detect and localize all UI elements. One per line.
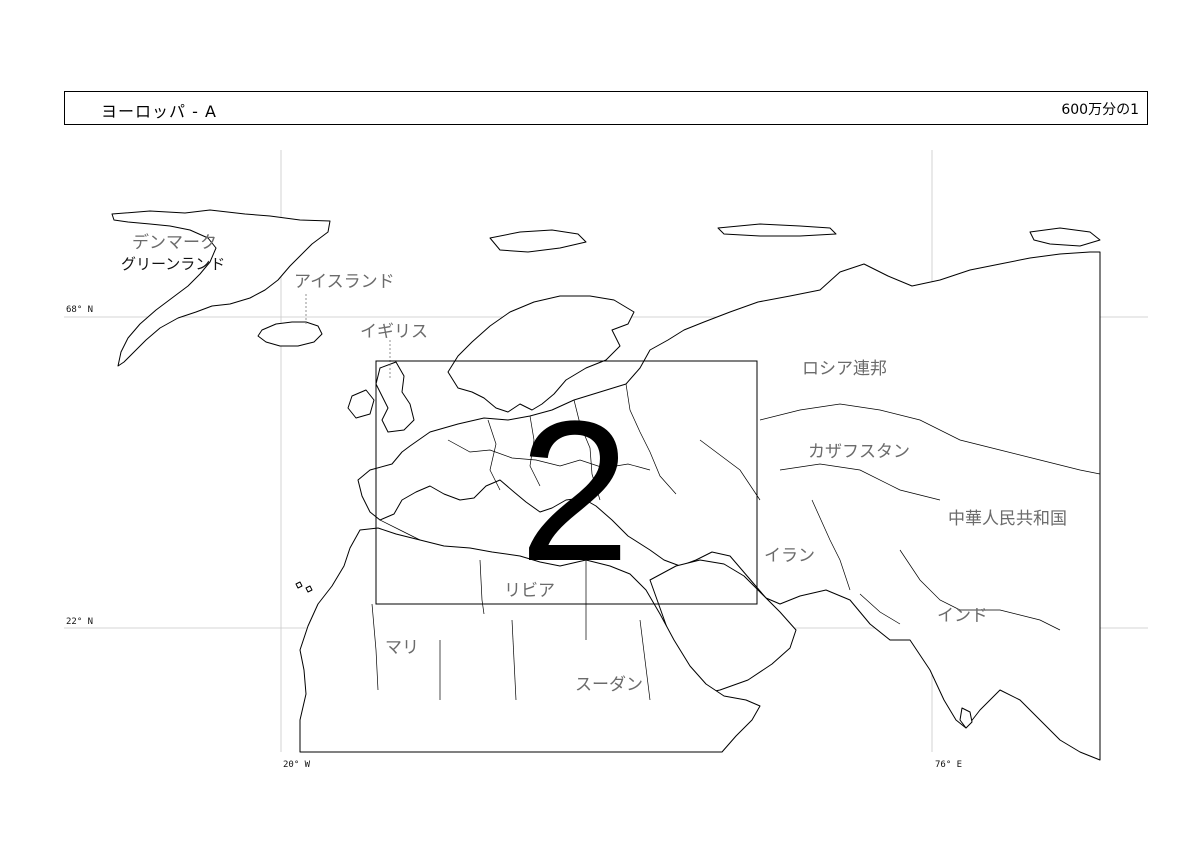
lon-label-20w: 20° W [283,760,311,770]
label-leaders [305,294,391,380]
lat-label-22n: 22° N [66,617,94,627]
iceland-land [257,321,323,347]
ireland-land [347,389,375,419]
label-china: 中華人民共和国 [948,509,1067,529]
country-borders [371,383,1101,701]
arctic-islands [489,229,587,253]
sri-lanka-land [959,707,973,729]
label-denmark: デンマーク [132,233,217,253]
lon-label-76e: 76° E [935,760,963,770]
eurasia-land [357,251,1101,761]
great-britain-land [375,361,415,433]
lat-label-68n: 68° N [66,305,94,315]
label-greenland: グリーンランド [121,255,226,273]
map-scale: 600万分の1 [1061,102,1139,118]
label-india: インド [937,606,988,626]
label-russia: ロシア連邦 [802,359,887,379]
label-libya: リビア [504,581,555,601]
franz-josef-land [717,223,837,237]
label-mali: マリ [385,638,419,658]
label-uk: イギリス [360,322,428,342]
page-frame [375,360,758,605]
label-iran: イラン [764,546,815,566]
label-sudan: スーダン [575,675,643,695]
map-header: ヨーロッパ - A 600万分の1 [64,91,1148,125]
map-title: ヨーロッパ - A [101,102,217,121]
page-number: 2 [519,380,631,603]
greenland-land [111,209,331,367]
label-iceland: アイスランド [294,272,395,292]
canary-islands [295,581,313,593]
label-kazakhstan: カザフスタン [808,442,910,462]
africa-land [299,527,761,753]
scandinavia-land [447,295,635,413]
severnaya-zemlya [1029,227,1101,247]
